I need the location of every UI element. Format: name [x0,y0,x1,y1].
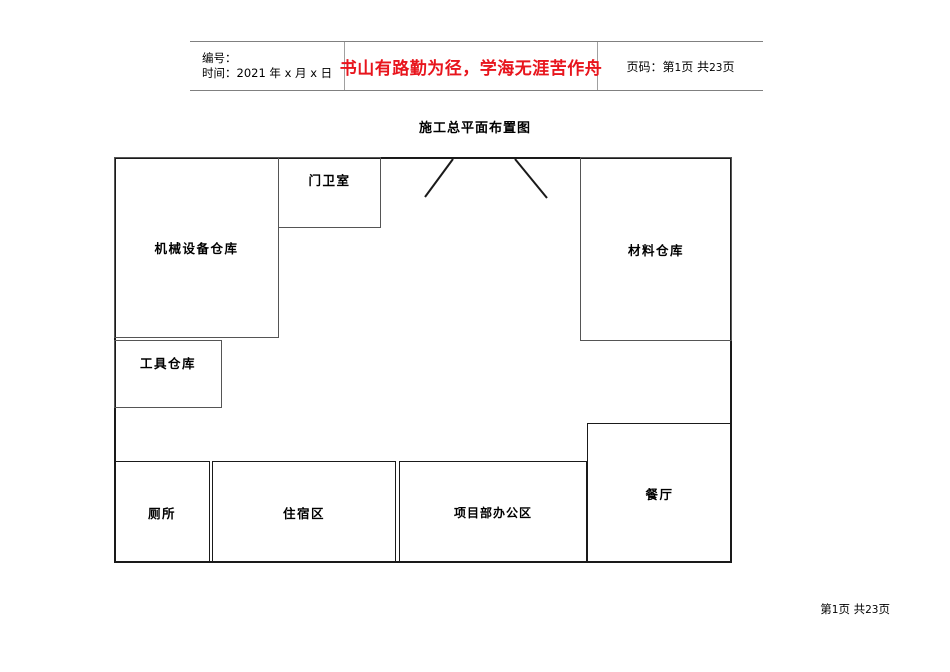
footer-page-mid: 页 共 [838,602,866,616]
header-page-suffix: 页 [722,59,735,74]
zone-label-canteen: 餐厅 [645,486,674,502]
footer-page-current: 1 [831,604,839,616]
zone-project-office-area: 项目部办公区 [399,461,587,563]
zone-guard-room: 门卫室 [278,157,381,228]
site-plan-diagram: 机械设备仓库 门卫室 材料仓库 工具仓库 餐厅 厕所 住宿区 项目部办公区 [114,157,732,563]
zone-material-warehouse: 材料仓库 [580,157,732,341]
header-page-mid: 页 共 [681,59,710,74]
zone-toilet: 厕所 [114,461,210,563]
document-number-label: 编号： [202,51,237,65]
slogan-text: 书山有路勤为径，学海无涯苦作舟 [339,58,603,79]
header-page-info: 页码：第1页 共23页 [627,58,735,75]
document-date-label: 时间：2021 年 x 月 x 日 [202,66,333,80]
header-cell-slogan: 书山有路勤为径，学海无涯苦作舟 [340,42,602,90]
zone-label-project-office-area: 项目部办公区 [453,505,532,520]
header-cell-page-number: 页码：第1页 共23页 [598,42,763,90]
header-page-prefix: 页码：第 [626,59,675,74]
zone-label-tool-warehouse: 工具仓库 [139,356,196,371]
header-page-current: 1 [674,61,682,74]
zone-tool-warehouse: 工具仓库 [114,340,222,408]
header-cell-document-info: 编号： 时间：2021 年 x 月 x 日 [190,42,345,90]
zone-label-machine-equipment-warehouse: 机械设备仓库 [154,241,239,256]
zone-accommodation-area: 住宿区 [212,461,396,563]
drawing-title: 施工总平面布置图 [418,121,531,136]
zone-label-material-warehouse: 材料仓库 [627,242,684,258]
zone-label-accommodation-area: 住宿区 [282,505,325,521]
header-page-total: 23 [709,61,723,74]
footer-page-total: 23 [865,604,879,616]
zone-label-toilet: 厕所 [147,505,176,521]
footer-page-prefix: 第 [820,602,832,616]
zone-label-guard-room: 门卫室 [308,173,351,188]
zone-canteen: 餐厅 [587,423,732,563]
footer-page-number: 第1页 共23页 [820,601,890,617]
header-table: 编号： 时间：2021 年 x 月 x 日 书山有路勤为径，学海无涯苦作舟 页码… [190,41,763,91]
zone-machine-equipment-warehouse: 机械设备仓库 [114,157,279,338]
footer-page-suffix: 页 [878,602,891,616]
